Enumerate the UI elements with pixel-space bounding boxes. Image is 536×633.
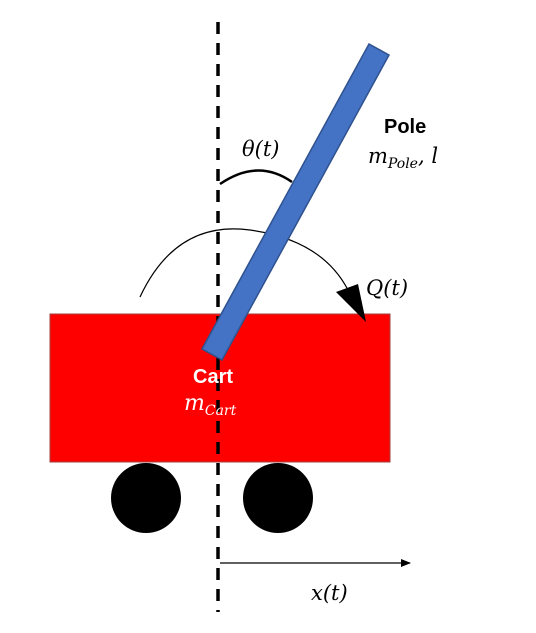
pole-params: mPole, l <box>368 144 438 172</box>
pole <box>200 42 391 362</box>
torque-arrowhead <box>336 284 366 322</box>
position-label: x(t) <box>311 581 348 605</box>
cart-mass-subscript: Cart <box>205 403 237 419</box>
torque-arc <box>139 228 349 298</box>
left-wheel <box>111 463 181 533</box>
cart-title: Cart <box>193 366 233 388</box>
torque-label: Q(t) <box>366 276 408 300</box>
pole-length-symbol: , l <box>418 144 438 168</box>
pole-title: Pole <box>384 116 426 138</box>
pole-mass-symbol: m <box>368 144 388 168</box>
cart-params: mCart <box>184 391 237 419</box>
theta-label: θ(t) <box>242 137 279 161</box>
cart-mass-symbol: m <box>184 391 205 416</box>
theta-arc <box>219 169 293 186</box>
right-wheel <box>243 463 313 533</box>
pole-mass-subscript: Pole <box>387 156 418 172</box>
